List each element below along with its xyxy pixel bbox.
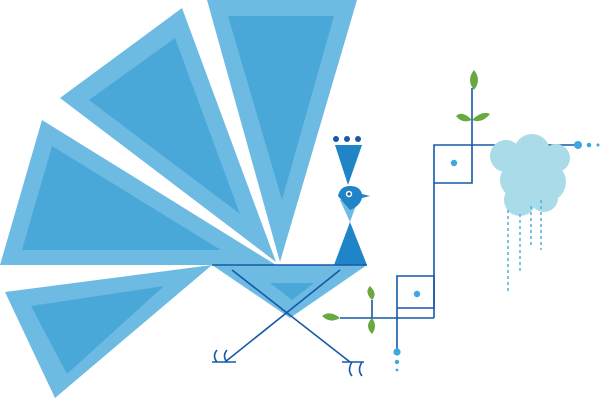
peacock-body (212, 200, 367, 318)
cloud-icon (490, 134, 570, 216)
crest-dot (355, 136, 361, 142)
peacock-legs (212, 269, 364, 377)
peacock-head (333, 136, 370, 210)
head-shape (338, 186, 370, 210)
tail-feather-upper-middle (60, 8, 276, 262)
peacock-tail (0, 0, 357, 398)
tail-feather-bottom (5, 265, 212, 398)
accent-dots (393, 141, 600, 372)
leaf-sprout-icon (322, 70, 490, 334)
rain-icon (507, 200, 542, 292)
tail-feather-middle (0, 120, 276, 265)
tail-feather-top (207, 0, 357, 262)
crest-dot (344, 136, 350, 142)
neck-lower (334, 222, 367, 265)
crest-dot (333, 136, 339, 142)
eye-pupil (347, 192, 351, 196)
body-wing-inner (270, 283, 314, 300)
crest-fan (335, 145, 362, 185)
branch-lines (340, 88, 578, 352)
